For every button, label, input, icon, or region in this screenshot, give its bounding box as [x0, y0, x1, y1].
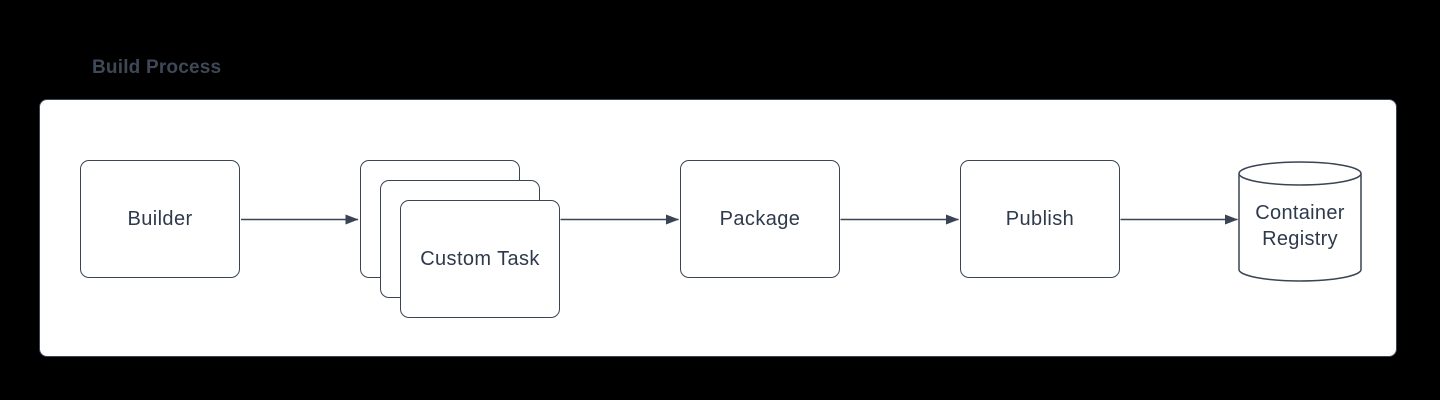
- node-publish: Publish: [960, 160, 1120, 278]
- diagram-title: Build Process: [92, 57, 222, 78]
- node-builder: Builder: [80, 160, 240, 278]
- node-container-registry-label: Container Registry: [1255, 202, 1345, 250]
- node-custom-task: Custom Task: [400, 200, 560, 318]
- node-package: Package: [680, 160, 840, 278]
